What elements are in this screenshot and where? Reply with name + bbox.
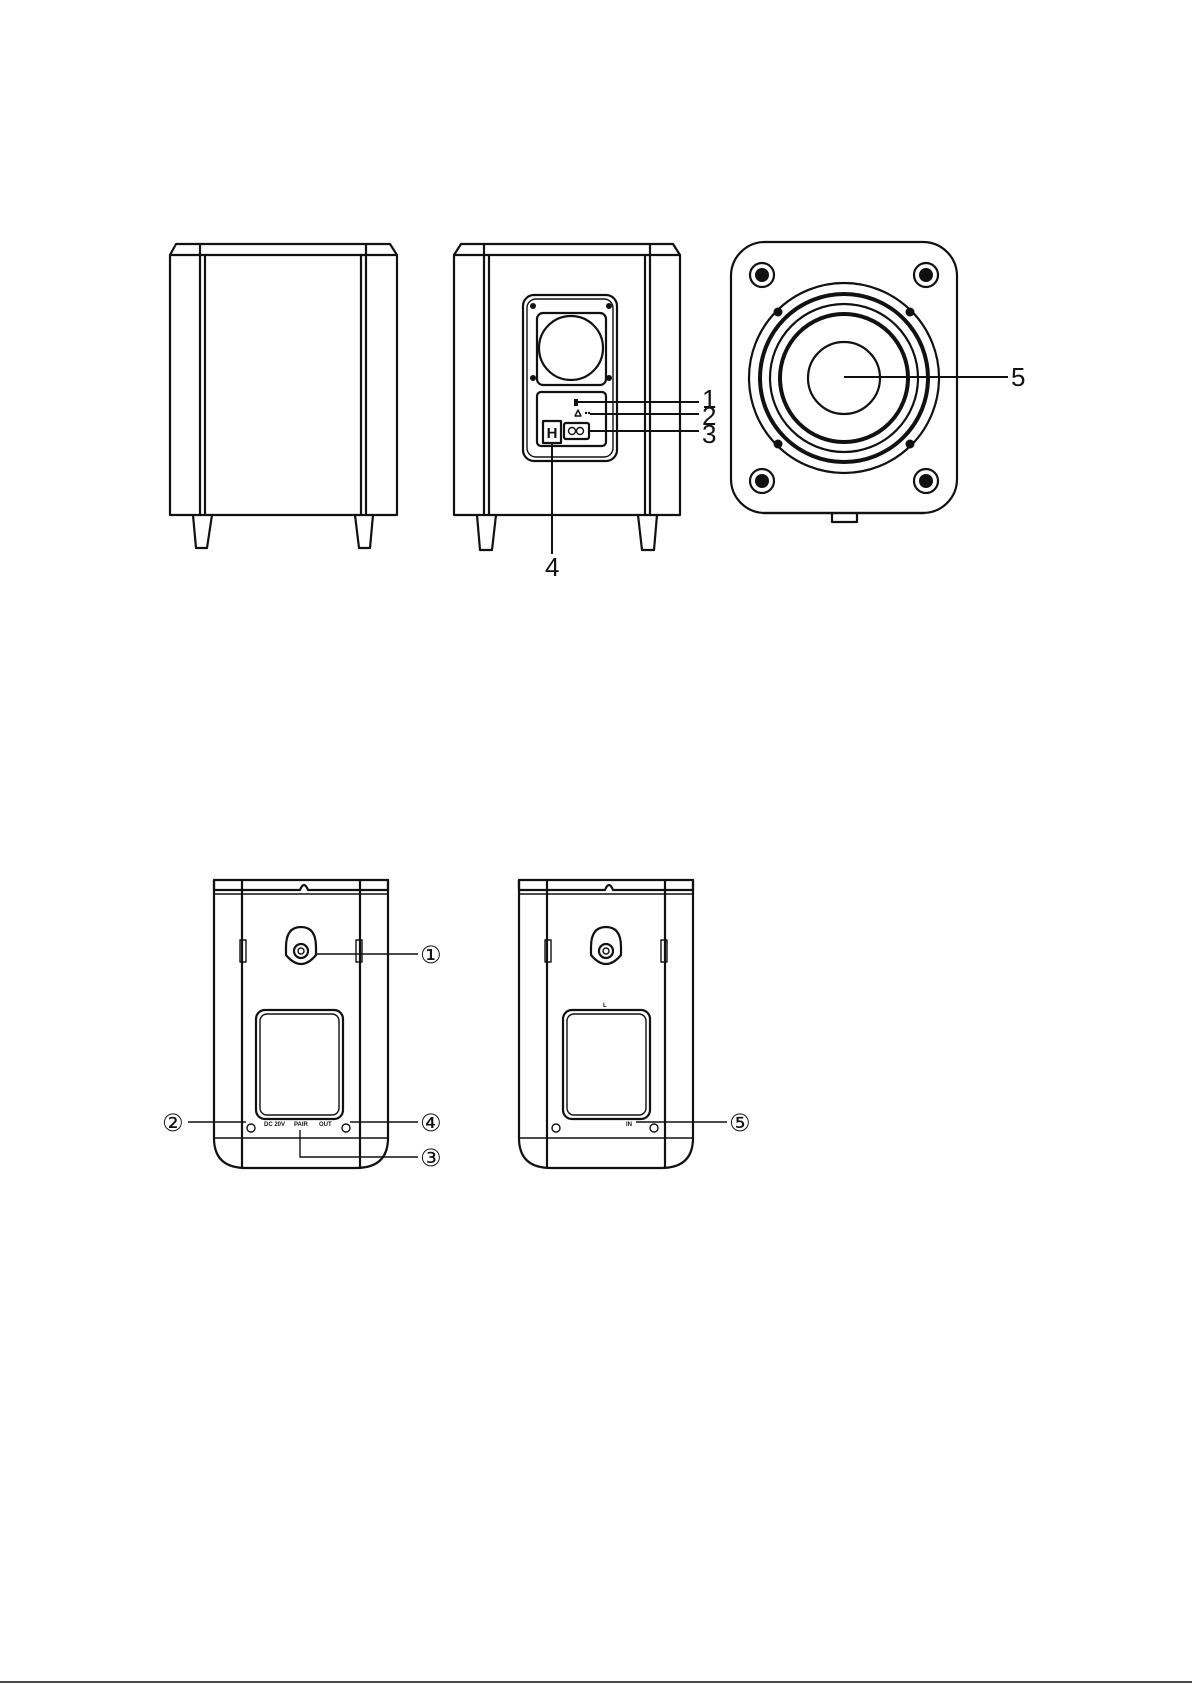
- corner-bolt: [750, 469, 774, 493]
- callout-circled-4: ④: [420, 1109, 442, 1137]
- callout-3: 3: [702, 419, 716, 449]
- subwoofer-driver-view: 5: [731, 242, 1025, 522]
- label-in: IN: [626, 1122, 632, 1128]
- callout-5: 5: [1011, 362, 1025, 392]
- screw: [552, 1124, 560, 1132]
- left-satellite-back: DC 20V PAIR OUT: [214, 880, 388, 1168]
- out-port: [342, 1124, 350, 1132]
- bass-port: [539, 316, 603, 380]
- screw: [606, 303, 612, 309]
- callout-circled-2: ②: [162, 1109, 184, 1137]
- screw: [906, 308, 915, 317]
- in-port: [650, 1124, 658, 1132]
- screw: [774, 308, 783, 317]
- port-2-symbol: [575, 410, 590, 416]
- callout-circled-1: ①: [420, 941, 442, 969]
- subwoofer-callouts: 1 2 3 4: [545, 384, 716, 582]
- corner-bolt: [914, 263, 938, 287]
- screw: [530, 303, 536, 309]
- label-dc: DC 20V: [264, 1122, 285, 1128]
- label-out: OUT: [319, 1122, 332, 1128]
- callout-circled-3: ③: [420, 1144, 442, 1172]
- foot-left: [193, 515, 212, 548]
- rear-window: [563, 1010, 650, 1119]
- port-1: [574, 399, 578, 406]
- power-switch-glyph: H: [547, 425, 558, 442]
- callout-circled-5: ⑤: [729, 1109, 751, 1137]
- right-satellite-back: L IN: [519, 880, 693, 1168]
- corner-bolt: [914, 469, 938, 493]
- screw: [606, 375, 612, 381]
- foot-left: [477, 515, 496, 550]
- label-pair: PAIR: [294, 1122, 309, 1128]
- callout-4: 4: [545, 552, 559, 582]
- label-channel: L: [603, 1003, 607, 1009]
- subwoofer-side-view: [170, 244, 397, 548]
- corner-bolt: [750, 263, 774, 287]
- foot-right: [638, 515, 657, 550]
- bass-port-frame: [537, 313, 606, 385]
- dc-port: [247, 1124, 255, 1132]
- screw: [774, 440, 783, 449]
- screw: [530, 375, 536, 381]
- foot-right: [355, 515, 373, 548]
- rear-window: [256, 1010, 343, 1119]
- subwoofer-back-view: H: [454, 244, 680, 550]
- screw: [906, 440, 915, 449]
